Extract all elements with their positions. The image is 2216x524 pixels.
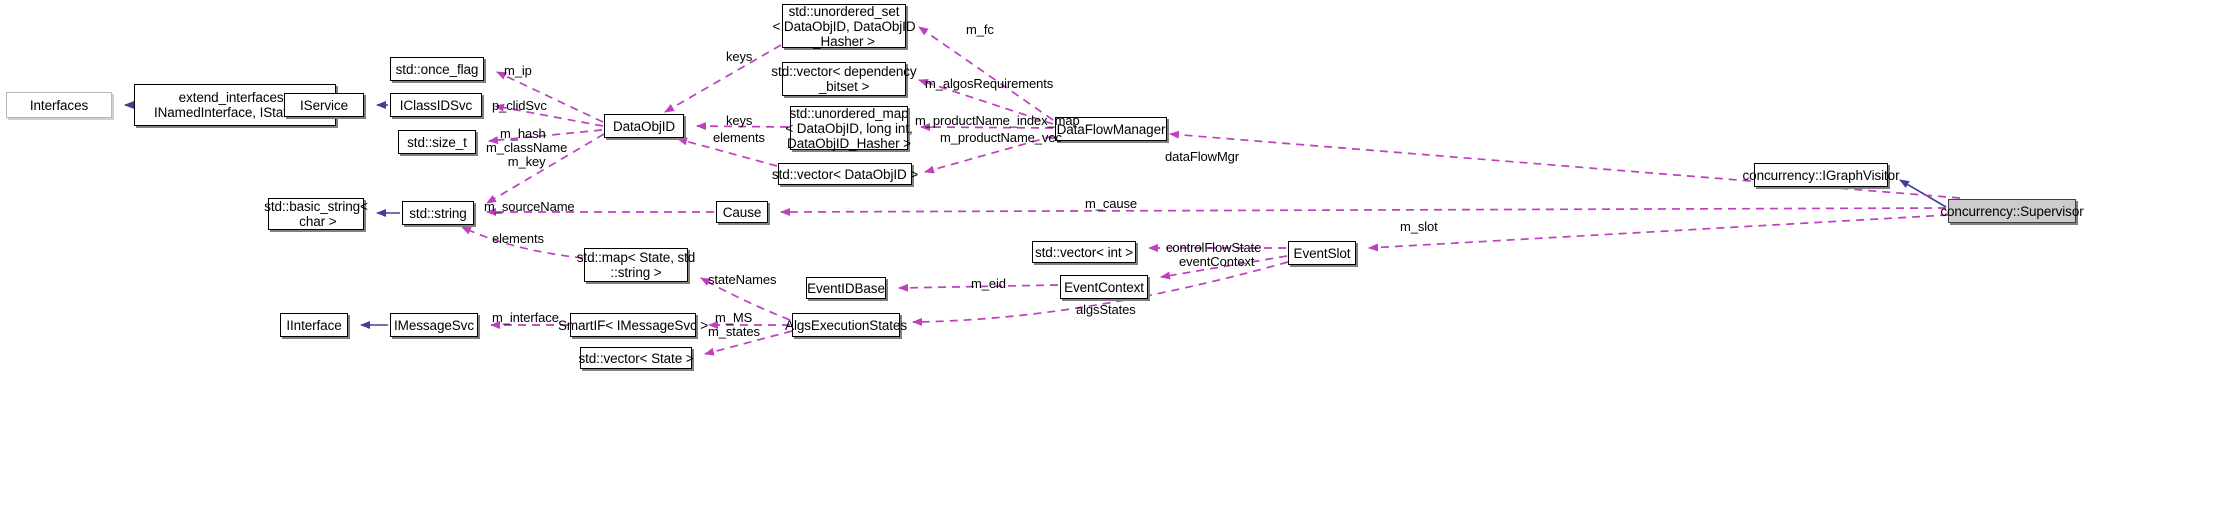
- edge-label-eventcontext: eventContext: [1179, 254, 1255, 269]
- node-std-map-state-string[interactable]: std::map< State, std ::string >: [577, 248, 695, 282]
- node-dataflowmanager[interactable]: DataFlowManager: [1055, 117, 1167, 141]
- node-label: EventContext: [1064, 279, 1144, 295]
- edge-label-m-ip: m_ip: [504, 63, 532, 78]
- node-iclassidsvc[interactable]: IClassIDSvc: [390, 93, 482, 117]
- node-label: std::once_flag: [395, 61, 479, 77]
- edge-label-elements-dataobjid: elements: [713, 130, 765, 145]
- node-eventslot[interactable]: EventSlot: [1288, 241, 1356, 265]
- edge-label-m-cause: m_cause: [1085, 196, 1138, 211]
- node-label: std::unordered_map < DataObjID, long int…: [785, 105, 913, 151]
- edge-label-m-productname-index-map: m_productName_index_map: [915, 113, 1080, 128]
- edge-dfm-to-unordered-set: [918, 26, 1054, 121]
- node-std-basic-string[interactable]: std::basic_string< char >: [264, 198, 368, 230]
- edge-label-m-slot: m_slot: [1400, 219, 1438, 234]
- node-interfaces[interactable]: Interfaces: [6, 92, 112, 118]
- node-label: std::vector< int >: [1035, 244, 1133, 260]
- node-dataobjid[interactable]: DataObjID: [604, 114, 684, 138]
- node-label: DataFlowManager: [1056, 121, 1166, 137]
- node-std-size-t[interactable]: std::size_t: [398, 130, 476, 154]
- node-concurrency-supervisor[interactable]: concurrency::Supervisor: [1940, 199, 2084, 223]
- node-label: std::vector< DataObjID >: [771, 166, 919, 182]
- edge-label-dataflowmgr: dataFlowMgr: [1165, 149, 1240, 164]
- node-std-vector-dependency-bitset[interactable]: std::vector< dependency _bitset >: [771, 62, 917, 96]
- node-concurrency-igraphvisitor[interactable]: concurrency::IGraphVisitor: [1743, 163, 1900, 187]
- edge-label-elements-string: elements: [492, 231, 544, 246]
- node-std-vector-dataobjid[interactable]: std::vector< DataObjID >: [772, 163, 918, 185]
- node-label: std::unordered_set < DataObjID, DataObjI…: [772, 3, 916, 49]
- edge-label-m-states: m_states: [708, 324, 760, 339]
- node-iservice[interactable]: IService: [284, 93, 364, 117]
- node-label: IClassIDSvc: [399, 97, 473, 113]
- node-std-once-flag[interactable]: std::once_flag: [390, 57, 484, 81]
- node-iinterface[interactable]: IInterface: [280, 313, 348, 337]
- node-label: std::vector< dependency _bitset >: [771, 64, 917, 94]
- node-label: AlgsExecutionStates: [785, 317, 907, 333]
- node-std-string[interactable]: std::string: [402, 201, 474, 225]
- node-label: EventSlot: [1293, 245, 1351, 261]
- node-imessagesvc[interactable]: IMessageSvc: [390, 313, 478, 337]
- node-label: Interfaces: [29, 97, 89, 113]
- node-label: IInterface: [286, 317, 342, 333]
- node-label: std::basic_string< char >: [264, 199, 368, 229]
- node-smartif-imessagesvc[interactable]: SmartIF< IMessageSvc >: [558, 313, 708, 337]
- edge-label-m-sourcename: m_sourceName: [484, 199, 575, 214]
- node-label: SmartIF< IMessageSvc >: [557, 317, 709, 333]
- edge-supervisor-to-eventslot: [1368, 214, 1949, 252]
- edge-unordered-set-to-dataobjid: [664, 44, 782, 113]
- node-cause[interactable]: Cause: [716, 201, 768, 223]
- node-label: IService: [300, 97, 348, 113]
- node-label: EventIDBase: [807, 280, 885, 296]
- edge-dataobjid-to-once-flag: [496, 71, 604, 123]
- node-label: DataObjID: [612, 118, 676, 134]
- node-std-unordered-map[interactable]: std::unordered_map < DataObjID, long int…: [785, 106, 912, 151]
- edge-label-p-clidsvc: p_clidSvc: [492, 98, 547, 113]
- node-label: std::vector< State >: [578, 350, 694, 366]
- edge-label-m-interface: m_interface: [492, 310, 559, 325]
- edge-label-statenames: stateNames: [708, 272, 777, 287]
- node-std-vector-int[interactable]: std::vector< int >: [1032, 241, 1136, 263]
- node-label: Cause: [722, 204, 762, 220]
- edge-supervisor-to-cause: [780, 207, 1947, 216]
- node-label: std::size_t: [407, 134, 467, 150]
- edge-label-m-hash: m_hash: [500, 126, 546, 141]
- node-label: std::map< State, std ::string >: [576, 250, 696, 280]
- node-eventcontext[interactable]: EventContext: [1060, 275, 1148, 299]
- edge-label-controlflowstate: controlFlowState: [1166, 240, 1262, 255]
- edge-label-algsstates: algsStates: [1076, 302, 1136, 317]
- node-eventidbase[interactable]: EventIDBase: [806, 277, 886, 299]
- edge-label-m-eid: m_eid: [971, 276, 1006, 291]
- node-label: std::string: [409, 205, 467, 221]
- node-label: concurrency::IGraphVisitor: [1742, 167, 1900, 183]
- edge-label-keys-mid: keys: [726, 113, 753, 128]
- edge-label-keys-top: keys: [726, 49, 753, 64]
- edge-label-m-fc: m_fc: [966, 22, 994, 37]
- node-std-vector-state[interactable]: std::vector< State >: [578, 347, 694, 369]
- usage-edges: [461, 26, 1961, 356]
- edge-label-m-algosrequirements: m_algosRequirements: [925, 76, 1054, 91]
- node-label: IMessageSvc: [394, 317, 474, 333]
- node-std-unordered-set[interactable]: std::unordered_set < DataObjID, DataObjI…: [773, 4, 916, 49]
- node-label: concurrency::Supervisor: [1940, 203, 2084, 219]
- edge-label-m-ms: m_MS: [715, 310, 753, 325]
- node-algsexecutionstates[interactable]: AlgsExecutionStates: [785, 313, 907, 337]
- edge-label-m-productname-vec: m_productName_vec: [940, 130, 1062, 145]
- edge-label-m-classname-m-key: m_className m_key: [486, 140, 568, 169]
